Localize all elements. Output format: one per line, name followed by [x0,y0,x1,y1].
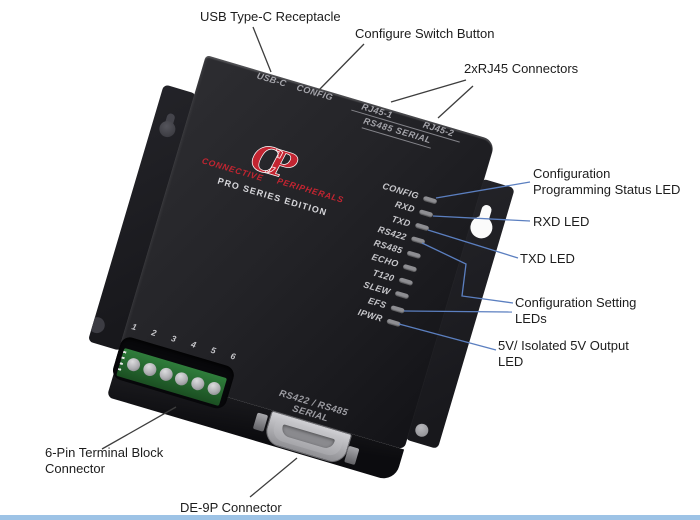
callout-line2: Programming Status LED [533,181,681,197]
led-indicator [422,195,438,205]
config-setting-leds-callout: Configuration Setting LEDs [515,295,636,326]
terminal-screw-icon [206,380,223,397]
terminal-pin-number: 5 [209,344,218,356]
device-top-face: USB-C CONFIG RJ45-1 RJ45-2 RS485 SERIAL … [114,55,496,450]
callout-line2: Connector [45,460,105,476]
txd-led-callout: TXD LED [520,251,575,266]
led-indicator [410,236,426,246]
de9p-callout-line [249,457,298,498]
led-indicator [402,263,418,273]
callout-line1: 5V/ Isolated 5V Output [498,338,629,353]
rj45-2-callout-line [437,85,474,119]
callout-line2: LED [498,353,524,369]
terminal-screw-icon [173,370,190,388]
keyhole-slot-icon [157,119,178,140]
terminal-screw-icon [141,361,158,378]
callout-line2: LEDs [515,310,547,326]
rj45-connectors-callout: 2xRJ45 Connectors [464,61,579,76]
screw-hole-icon [413,422,430,439]
rxd-led-callout: RXD LED [533,214,590,229]
config-callout-line [317,43,365,92]
callout-line1: Configuration Setting [515,295,637,310]
terminal-screw-icon [157,366,174,383]
led-indicator [390,304,406,314]
terminal-screw-icon [125,356,142,373]
terminal-pin-number: 1 [130,321,138,333]
terminal-screw-icon [189,375,207,392]
configure-switch-callout: Configure Switch Button [355,26,495,41]
config-button-label: CONFIG [295,82,335,103]
led-indicator [406,250,422,259]
terminal-pin-number: 4 [189,338,198,350]
callout-line1: 6-Pin Terminal Block [45,445,164,460]
led-indicator [394,290,410,300]
led-indicator [398,277,414,287]
isolated-5v-led-callout: 5V/ Isolated 5V Output LED [498,338,629,369]
usb-callout-line [252,26,272,73]
led-indicator [386,318,402,328]
callout-line1: Configuration [533,166,611,181]
usbc-port-label: USB-C [255,70,288,89]
config-programming-led-callout: Configuration Programming Status LED [533,166,680,197]
terminal-pin-number: 2 [150,327,158,339]
terminal-block-callout: 6-Pin Terminal Block Connector [45,445,163,476]
bottom-border-rule [0,515,700,520]
rj45-1-callout-line [390,79,467,103]
terminal-pin-number: 3 [170,333,178,344]
keyhole-slot-icon [87,315,107,336]
de9p-connector-callout: DE-9P Connector [180,500,282,515]
de9p-slot [280,424,336,451]
led-indicator [418,209,434,218]
usb-receptacle-callout: USB Type-C Receptacle [200,9,341,24]
led-indicator [414,222,430,232]
